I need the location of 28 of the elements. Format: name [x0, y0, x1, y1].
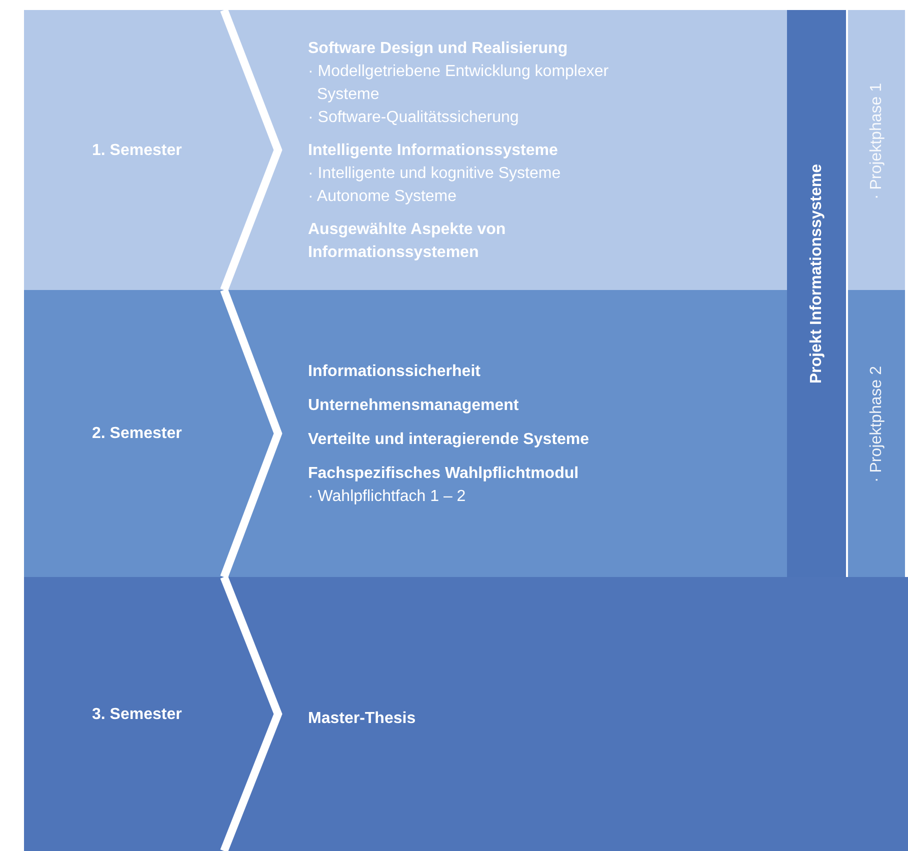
phase-column [848, 10, 905, 290]
project-label: Projekt Informationssysteme [807, 164, 826, 384]
phase-label: · Projektphase 2 [867, 366, 886, 483]
submodule-item: · Intelligente und kognitive Systeme [308, 164, 562, 184]
submodule-item: · Autonome Systeme [308, 187, 458, 207]
project-column [787, 10, 846, 577]
submodule-item: · Wahlpflichtfach 1 – 2 [308, 487, 467, 507]
module-band [228, 290, 787, 577]
phase-column [848, 290, 905, 577]
module-title: Unternehmensmanagement [308, 396, 520, 416]
semester-band [24, 10, 228, 290]
phase-label: · Projektphase 1 [867, 82, 886, 200]
semester-band [24, 577, 228, 851]
module-band [228, 577, 908, 851]
module-title: Fachspezifisches Wahlpflichtmodul [308, 464, 580, 484]
module-title: Ausgewählte Aspekte von Informationssystemen [308, 220, 507, 263]
semester-label: 1. Semester [92, 140, 182, 160]
submodule-item: · Software-Qualitätssicherung [308, 108, 520, 128]
submodule-item: · Modellgetriebene Entwicklung komplexer Systeme [308, 62, 610, 105]
semester-band [24, 290, 228, 577]
module-title: Master-Thesis [308, 709, 417, 729]
module-title: Verteilte und interagierende Systeme [308, 430, 590, 450]
module-title: Informationssicherheit [308, 362, 482, 382]
module-title: Software Design und Realisierung [308, 39, 569, 59]
semester-label: 2. Semester [92, 424, 182, 444]
semester-label: 3. Semester [92, 704, 182, 724]
module-title: Intelligente Informationssysteme [308, 141, 559, 161]
module-band [228, 10, 787, 290]
